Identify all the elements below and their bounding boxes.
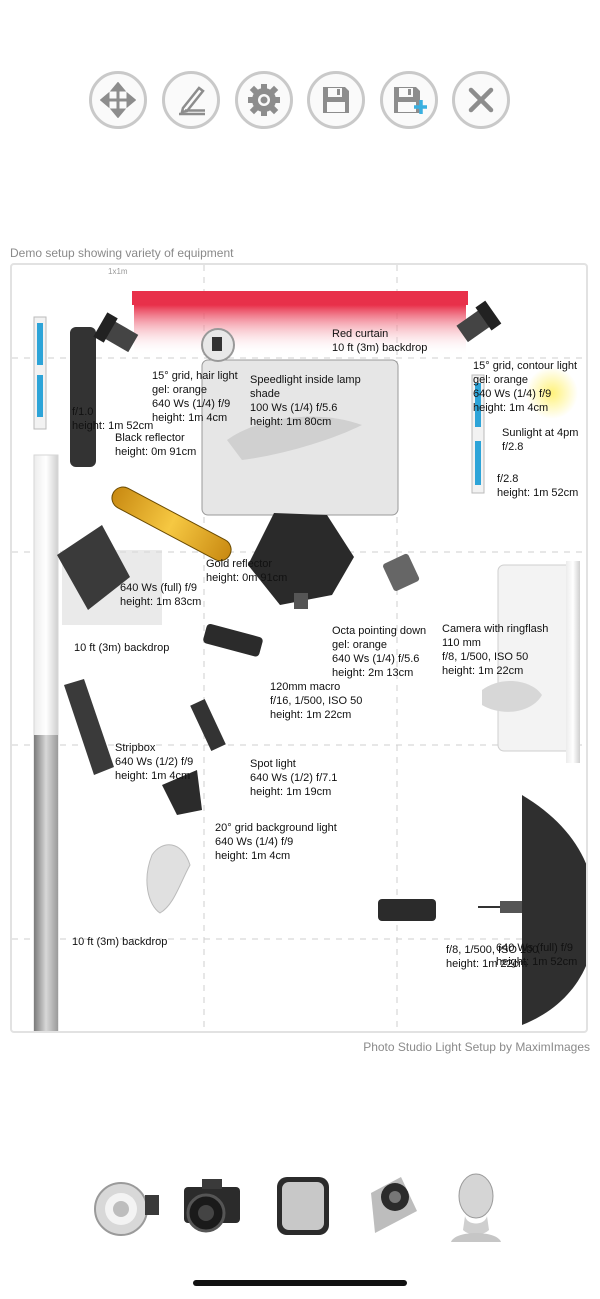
scale-label: 1x1m	[108, 267, 128, 276]
settings-button[interactable]	[235, 71, 293, 129]
edit-button[interactable]	[162, 71, 220, 129]
dock-reflector-item[interactable]	[266, 1168, 338, 1244]
gear-icon	[248, 84, 280, 116]
save-button[interactable]	[307, 71, 365, 129]
camera-icon	[184, 1179, 240, 1233]
label-left-backdrop: 10 ft (3m) backdrop	[74, 642, 170, 654]
move-button[interactable]	[89, 71, 147, 129]
floppy-disk-icon	[323, 87, 349, 113]
close-x-icon	[468, 87, 494, 113]
floppy-disk-plus-icon	[394, 87, 427, 114]
mannequin-head-icon	[451, 1173, 501, 1242]
dock-light-item[interactable]	[90, 1168, 162, 1244]
diagram-caption: Demo setup showing variety of equipment	[10, 246, 234, 260]
credit-text: Photo Studio Light Setup by MaximImages	[363, 1040, 590, 1054]
beauty-dish-light-icon	[94, 1182, 159, 1236]
reflector-panel-icon	[277, 1177, 329, 1235]
move-arrows-icon	[100, 82, 136, 118]
dock-modifier-item[interactable]	[358, 1168, 430, 1244]
close-button[interactable]	[452, 71, 510, 129]
label-bottom-backdrop: 10 ft (3m) backdrop	[72, 936, 168, 948]
dock-camera-item[interactable]	[176, 1168, 248, 1244]
pencil-icon	[179, 86, 205, 116]
dock-model-item[interactable]	[440, 1168, 512, 1244]
home-indicator[interactable]	[193, 1280, 407, 1286]
floor-plan-drawing	[12, 265, 586, 1031]
save-as-button[interactable]	[380, 71, 438, 129]
snoot-modifier-icon	[371, 1177, 417, 1233]
